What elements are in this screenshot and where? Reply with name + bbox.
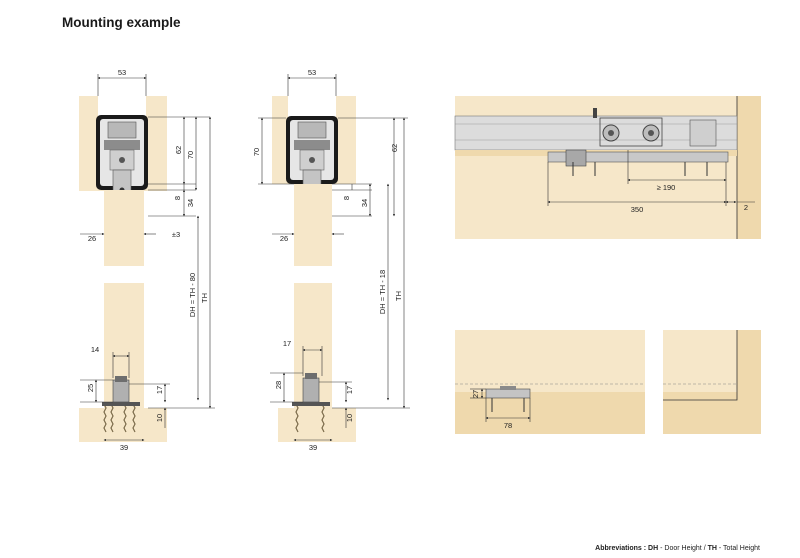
left-section: 53 62 70 8 34 ±3 26 DH = TH - 80 TH 14 2… [79, 68, 215, 452]
middle-guide-height-label: 28 [274, 381, 283, 389]
left-door-height-label: DH = TH - 80 [188, 273, 197, 317]
middle-door-panel [294, 184, 332, 408]
middle-width-top-label: 53 [308, 68, 316, 77]
middle-dimension-lines [258, 74, 410, 442]
footer-dh-text: - Door Height / [658, 545, 708, 552]
left-floor-guide [112, 376, 130, 403]
bottom-right-section: 27 78 [455, 330, 761, 434]
left-drop-label: 34 [186, 199, 195, 207]
top-right-dimension-lines [547, 150, 755, 206]
left-guide-width-label: 14 [91, 345, 99, 354]
left-floor-label: 10 [155, 414, 164, 422]
middle-base-width-label: 39 [309, 443, 317, 452]
bottom-right-dimension-lines [470, 388, 531, 422]
middle-total-height-label: TH [394, 291, 403, 301]
bottom-right-width-label: 78 [504, 421, 512, 430]
left-guide-depth-label: 17 [155, 386, 164, 394]
page-title: Mounting example [62, 15, 181, 30]
middle-door-thickness-label: 26 [280, 234, 288, 243]
footer-dh-key: DH [648, 545, 659, 552]
middle-section: 53 70 62 8 34 26 DH = TH - 18 TH 17 28 1… [252, 68, 410, 452]
left-gap-label: 8 [173, 196, 182, 200]
left-door-panel [104, 190, 144, 408]
left-floor [79, 402, 167, 442]
top-right-length-label: 350 [631, 205, 644, 214]
middle-guide-depth-label: 17 [345, 386, 354, 394]
middle-floor [278, 402, 356, 442]
middle-floor-label: 10 [345, 414, 354, 422]
top-right-offset-label: ≥ 190 [657, 183, 676, 192]
left-height-a-label: 62 [174, 146, 183, 154]
middle-drop-label: 34 [360, 199, 369, 207]
footer-th-key: TH [707, 545, 717, 552]
top-right-track [454, 108, 738, 176]
middle-height-b-label: 62 [390, 144, 399, 152]
left-total-height-label: TH [200, 293, 209, 303]
abbreviations-footer: Abbreviations : DH - Door Height / TH - … [595, 545, 760, 552]
footer-th-text: - Total Height [716, 545, 760, 552]
left-tolerance-label: ±3 [172, 230, 180, 239]
middle-height-a-label: 70 [252, 148, 261, 156]
left-height-b-label: 70 [186, 151, 195, 159]
left-dimension-lines [80, 74, 215, 442]
left-track-profile [96, 115, 148, 190]
left-door-thickness-label: 26 [88, 234, 96, 243]
left-width-top-label: 53 [118, 68, 126, 77]
middle-guide-width-label: 17 [283, 339, 291, 348]
middle-gap-label: 8 [342, 196, 351, 200]
middle-track-profile [286, 116, 338, 184]
left-guide-height-label: 25 [86, 384, 95, 392]
footer-label: Abbreviations : [595, 545, 647, 552]
left-base-width-label: 39 [120, 443, 128, 452]
bottom-right-height-label: 27 [471, 390, 480, 398]
top-right-edge-label: 2 [744, 203, 748, 212]
middle-floor-guide [302, 373, 320, 403]
bottom-right-floor-guide [485, 386, 531, 412]
middle-door-height-label: DH = TH - 18 [378, 270, 387, 314]
top-right-section: ≥ 190 350 2 [454, 96, 761, 239]
